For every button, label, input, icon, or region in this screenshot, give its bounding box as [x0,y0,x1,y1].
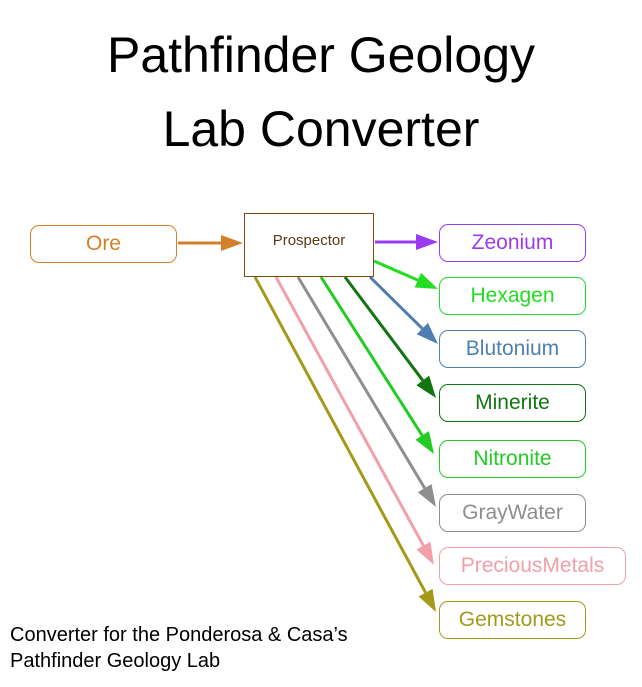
process-node-prospector: Prospector [244,213,374,277]
output-node-label: Nitronite [473,447,552,470]
diagram-edges [178,234,438,612]
output-node-label: Zeonium [471,231,554,254]
output-node-label: Gemstones [458,608,567,631]
output-node-graywater: GrayWater [439,494,586,532]
output-node-zeonium: Zeonium [439,224,586,262]
caption-line-2: Pathfinder Geology Lab [10,650,221,672]
output-node-label: PreciousMetals [460,554,605,577]
caption-line-1: Converter for the Ponderosa & Casa’s [10,624,348,646]
output-node-hexagen: Hexagen [439,277,586,315]
edge-prospector-to-graywater-line [296,276,426,489]
output-node-nitronite: Nitronite [439,440,586,478]
diagram-title-line-1: Pathfinder Geology [106,27,536,83]
source-node-ore: Ore [30,225,177,263]
diagram-title-line-2: Lab Converter [162,101,480,157]
edge-prospector-to-gemstones-arrowhead [418,588,436,612]
edge-ore-to-prospector-arrowhead [221,235,243,251]
output-node-label: Blutonium [465,337,560,360]
edge-prospector-to-graywater-arrowhead [417,484,436,507]
edge-prospector-to-hexagen-arrowhead [414,272,438,289]
output-node-label: Minerite [475,391,550,414]
edge-prospector-to-blutonium-arrowhead [416,322,438,344]
diagram-caption: Converter for the Ponderosa & Casa’s Pat… [10,622,348,674]
output-node-preciousmetals: PreciousMetals [439,547,626,585]
edge-prospector-to-blutonium-line [368,275,424,330]
source-node-label: Ore [85,232,121,255]
edge-prospector-to-gemstones-line [253,276,427,594]
edge-prospector-to-minerite-line [343,276,424,382]
output-node-blutonium: Blutonium [439,330,586,368]
edge-prospector-to-minerite-arrowhead [416,375,436,398]
edge-prospector-to-zeonium-arrowhead [416,234,438,250]
output-node-label: Hexagen [470,284,555,307]
output-node-minerite: Minerite [439,384,586,422]
edge-prospector-to-preciousmetals-line [274,276,425,547]
output-node-gemstones: Gemstones [439,601,586,639]
edge-prospector-to-nitronite-line [319,276,424,437]
edge-prospector-to-nitronite-arrowhead [415,431,434,454]
edge-prospector-to-preciousmetals-arrowhead [416,541,434,565]
output-node-label: GrayWater [462,501,563,524]
process-node-label: Prospector [272,232,346,249]
edge-prospector-to-hexagen-line [373,259,419,282]
